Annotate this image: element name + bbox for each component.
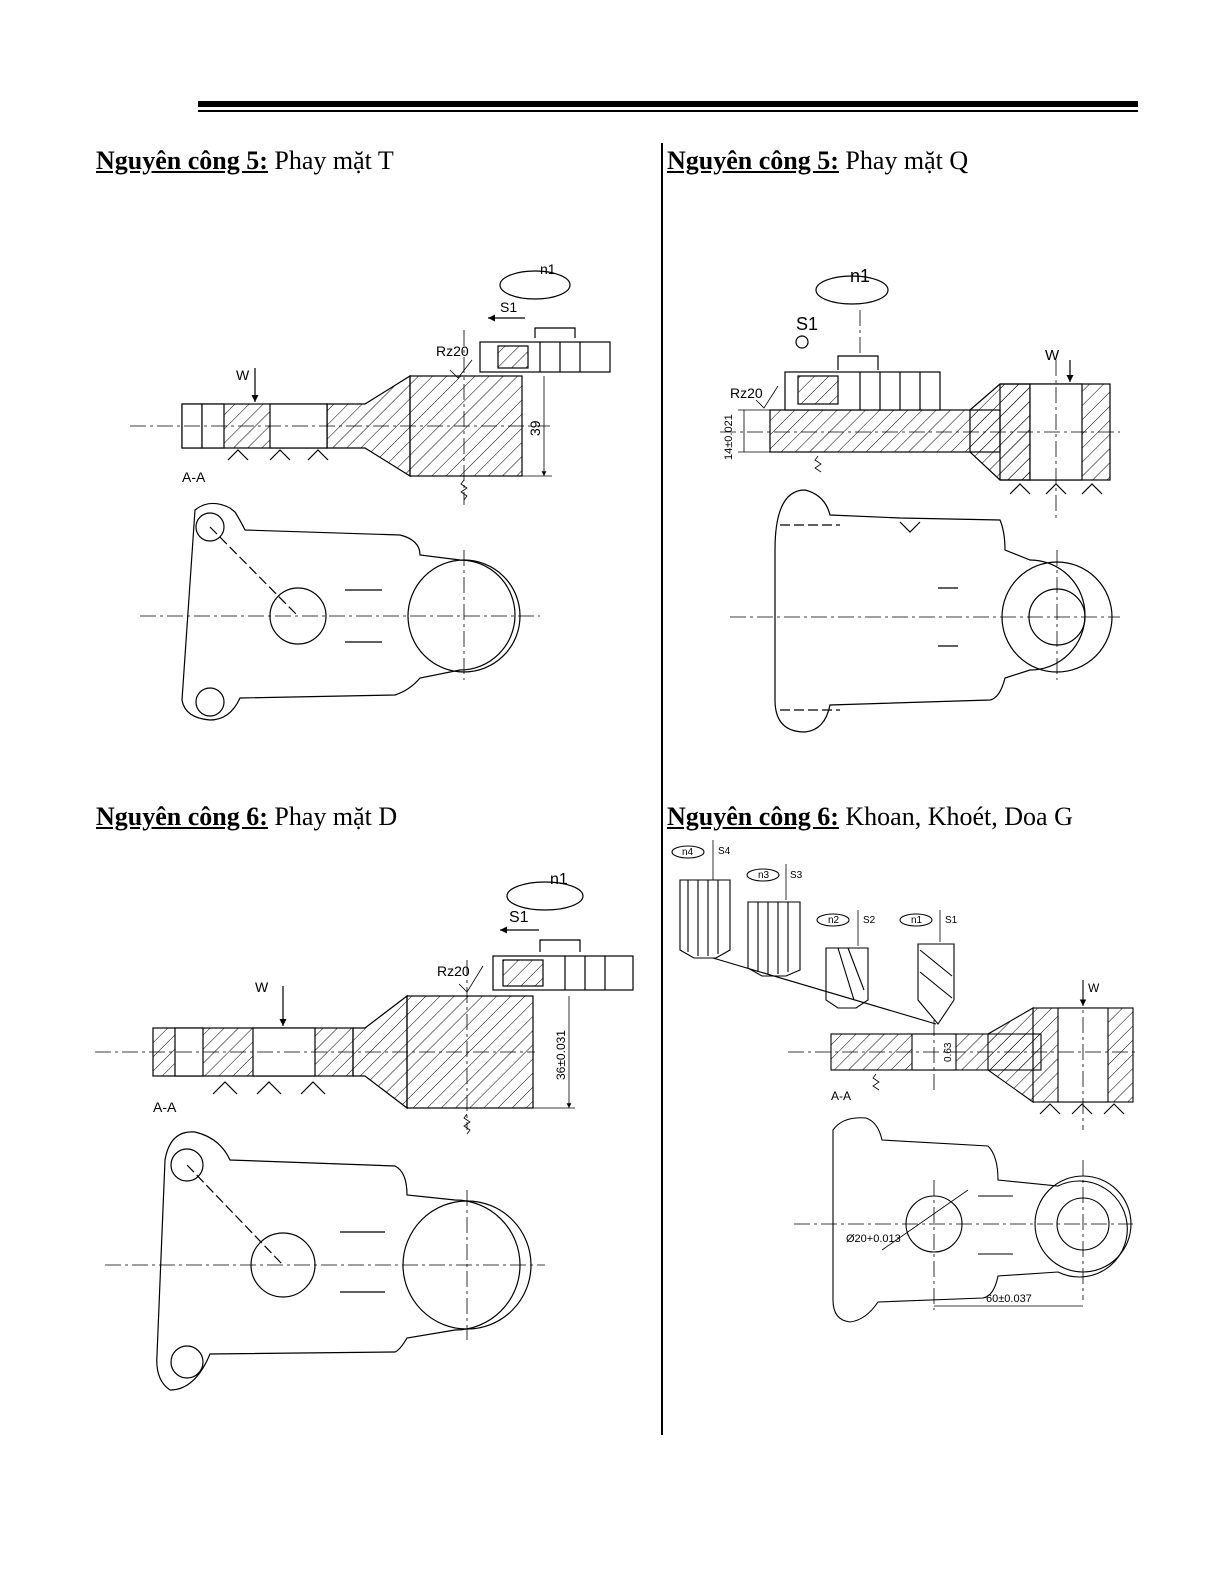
label-s3: S3 (790, 870, 803, 881)
dim-39: 39 (527, 420, 543, 436)
label-n3: n3 (758, 870, 770, 881)
label-clamp: W (236, 367, 250, 383)
label-s1: S1 (796, 314, 818, 334)
plan-view (794, 1118, 1133, 1322)
label-rz: Rz20 (437, 963, 470, 979)
heading-desc: Phay mặt T (274, 146, 393, 175)
plan-view (730, 490, 1120, 732)
plan-view (140, 503, 540, 720)
v-support-icon (213, 1082, 325, 1094)
drawing-op6-drill-g: n4 S4 n3 S3 n2 S2 n1 S1 W A-A 0.63 Ø20+0… (668, 840, 1138, 1340)
label-rz: Rz20 (730, 385, 763, 401)
label-clamp: W (255, 979, 269, 995)
label-n1: n1 (540, 261, 556, 277)
label-s1: S1 (500, 299, 517, 315)
heading-op5-t: Nguyên công 5: Phay mặt T (96, 146, 394, 176)
spring-support-icon (815, 456, 821, 472)
header-rule-thick (198, 101, 1138, 107)
counterbore-tool-icon (748, 902, 800, 976)
label-clamp: W (1045, 347, 1060, 364)
label-s1: S1 (945, 915, 958, 926)
dim-36: 36±0.031 (554, 1030, 568, 1080)
header-rule-thin (198, 110, 1138, 112)
heading-desc: Khoan, Khoét, Doa G (845, 802, 1072, 831)
column-divider (661, 143, 663, 1435)
label-n1: n1 (911, 915, 923, 926)
feed-symbol-icon (796, 336, 808, 348)
v-support-icon (228, 450, 328, 460)
heading-op6-g: Nguyên công 6: Khoan, Khoét, Doa G (667, 802, 1073, 832)
rotation-arrow-icon (500, 271, 570, 299)
dim-063: 0.63 (943, 1042, 954, 1062)
core-drill-tool-icon (826, 948, 868, 1008)
heading-op5-q: Nguyên công 5: Phay mặt Q (667, 146, 968, 176)
dim-14: 14±0.021 (723, 414, 735, 460)
drawing-op5-face-q: n1 S1 Rz20 W 14±0.021 (700, 250, 1125, 750)
reamer-tool-icon (680, 880, 730, 958)
plan-view (105, 1132, 545, 1390)
heading-label: Nguyên công 5: (667, 146, 839, 175)
label-section: A-A (831, 1089, 851, 1103)
label-n4: n4 (682, 847, 694, 858)
face-mill-cutter-icon (480, 328, 610, 372)
heading-label: Nguyên công 6: (96, 802, 268, 831)
spring-support-icon (873, 1074, 879, 1090)
twist-drill-tool-icon (918, 944, 954, 1024)
label-section: A-A (182, 469, 206, 485)
section-view (788, 990, 1138, 1130)
heading-desc: Phay mặt Q (845, 146, 968, 175)
label-s4: S4 (718, 846, 731, 857)
label-n1: n1 (550, 871, 568, 888)
heading-label: Nguyên công 6: (667, 802, 839, 831)
label-n2: n2 (828, 915, 840, 926)
label-rz: Rz20 (436, 343, 469, 359)
label-clamp: W (1088, 981, 1100, 995)
label-n1: n1 (850, 266, 870, 286)
label-s2: S2 (863, 915, 876, 926)
v-support-icon (1040, 1104, 1124, 1114)
drawing-op6-face-d: n1 S1 Rz20 W A-A 36±0.031 (95, 860, 645, 1410)
heading-desc: Phay mặt D (274, 802, 397, 831)
dim-60: 60±0.037 (986, 1293, 1032, 1305)
label-s1: S1 (509, 909, 529, 926)
face-mill-cutter-icon (493, 940, 633, 990)
drawing-op5-face-t: n1 S1 Rz20 W A-A 39 (120, 250, 640, 750)
dim-diameter: Ø20+0.013 (846, 1233, 901, 1245)
v-support-icon (900, 522, 920, 532)
heading-op6-d: Nguyên công 6: Phay mặt D (96, 802, 397, 832)
heading-label: Nguyên công 5: (96, 146, 268, 175)
label-section: A-A (153, 1099, 177, 1115)
rotation-arrow-icon (507, 882, 583, 910)
